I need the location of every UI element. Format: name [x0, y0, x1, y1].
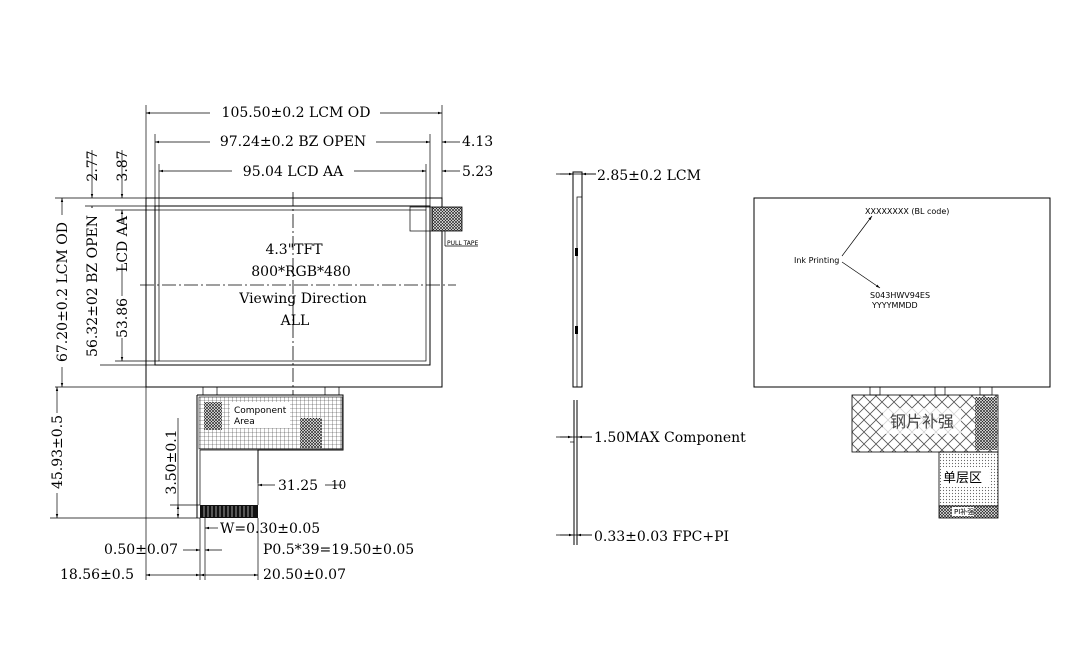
dim-lcm-od-width: 105.50±0.2 LCM OD [222, 105, 371, 121]
stiffener-label: 钢片补强 [890, 412, 954, 431]
viewing-direction-text: Viewing Direction [238, 291, 367, 307]
dim-18-56: 18.56±0.5 [60, 567, 134, 583]
single-layer-label: 单层区 [943, 471, 982, 486]
dim-side-fpc: 0.33±0.03 FPC+PI [594, 529, 729, 545]
dim-lcd-aa-label: LCD AA [115, 215, 131, 272]
dim-4-13: 4.13 [462, 134, 493, 150]
panel-size-text: 4.3"TFT [265, 242, 323, 258]
side-view: 2.85±0.2 LCM 1.50MAX Component 0.33±0.03… [556, 168, 746, 545]
date-code: YYYYMMDD [871, 301, 918, 310]
model-number: S043HWV94ES [870, 291, 930, 300]
pull-tape-label: PULL TAPE [447, 240, 479, 247]
dim-5-23: 5.23 [462, 164, 493, 180]
pi-stiffener-label: PI补强 [954, 507, 974, 516]
component-area-label-2: Area [234, 417, 255, 427]
dim-lcm-od-height: 67.20±0.2 LCM OD [55, 222, 71, 362]
side-lcm-body [572, 171, 583, 388]
pull-tape-box [409, 206, 433, 232]
fpc-gold-fingers [200, 505, 258, 518]
dim-0-50: 0.50±0.07 [104, 542, 178, 558]
dim-20-50: 20.50±0.07 [263, 567, 346, 583]
viewing-direction-value: ALL [280, 313, 310, 329]
active-area [158, 209, 427, 362]
dim-3-50: 3.50±0.1 [164, 429, 180, 494]
pull-tape-tab [431, 206, 463, 232]
bl-code-label: XXXXXXXX (BL code) [865, 207, 949, 216]
dim-lcd-aa-height: 53.86 [115, 298, 131, 338]
back-view: XXXXXXXX (BL code) Ink Printing S043HWV9… [753, 197, 1051, 519]
front-view: PULL TAPE 4.3"TFT 800*RGB*480 Viewing Di… [49, 104, 493, 583]
bezel-opening [154, 205, 431, 366]
dim-31-25: 31.25 [278, 478, 318, 494]
panel-resolution-text: 800*RGB*480 [251, 264, 350, 280]
dim-pitch: P0.5*39=19.50±0.05 [263, 542, 414, 558]
back-outline [753, 197, 1051, 388]
dim-side-lcm: 2.85±0.2 LCM [597, 168, 701, 184]
dim-45-93: 45.93±0.5 [50, 415, 66, 489]
dim-bz-open-height: 56.32±02 BZ OPEN [85, 215, 101, 357]
dim-3-87: 3.87 [115, 150, 131, 181]
ink-printing-label: Ink Printing [794, 256, 839, 265]
dim-2-77: 2.77 [85, 150, 101, 181]
dim-w: W=0.30±0.05 [220, 521, 320, 537]
component-area-label-1: Component [234, 406, 287, 416]
dim-lcd-aa-width: 95.04 LCD AA [243, 164, 344, 180]
dim-bz-open-width: 97.24±0.2 BZ OPEN [220, 134, 366, 150]
lcm-outline [145, 197, 443, 388]
dim-side-component: 1.50MAX Component [594, 430, 746, 446]
